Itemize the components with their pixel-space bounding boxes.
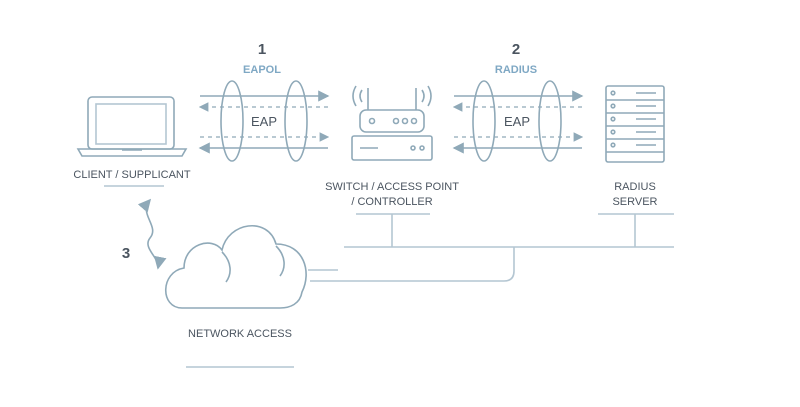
step-3-connector <box>137 198 167 270</box>
step-1-protocol: EAPOL <box>243 64 281 76</box>
cloud-icon <box>164 225 307 309</box>
laptop-icon <box>76 96 188 157</box>
eapol-tunnel <box>198 80 330 162</box>
switch-label-line-1: SWITCH / ACCESS POINT <box>325 181 459 193</box>
radius-label-line-1: RADIUS <box>614 181 656 193</box>
server-rack-icon <box>605 85 665 163</box>
radius-label-line-2: SERVER <box>612 196 657 208</box>
network-label: NETWORK ACCESS <box>188 328 292 340</box>
switch-label-line-2: / CONTROLLER <box>351 196 432 208</box>
step-2-number: 2 <box>512 41 520 58</box>
radius-tunnel-label: EAP <box>504 114 530 129</box>
step-1-number: 1 <box>258 41 266 58</box>
step-2-protocol: RADIUS <box>495 64 537 76</box>
step-3-number: 3 <box>122 245 130 262</box>
wireless-router-icon <box>351 85 433 161</box>
client-label: CLIENT / SUPPLICANT <box>73 169 190 181</box>
radius-tunnel <box>452 80 584 162</box>
eapol-tunnel-label: EAP <box>251 114 277 129</box>
network-backbone <box>308 213 680 282</box>
